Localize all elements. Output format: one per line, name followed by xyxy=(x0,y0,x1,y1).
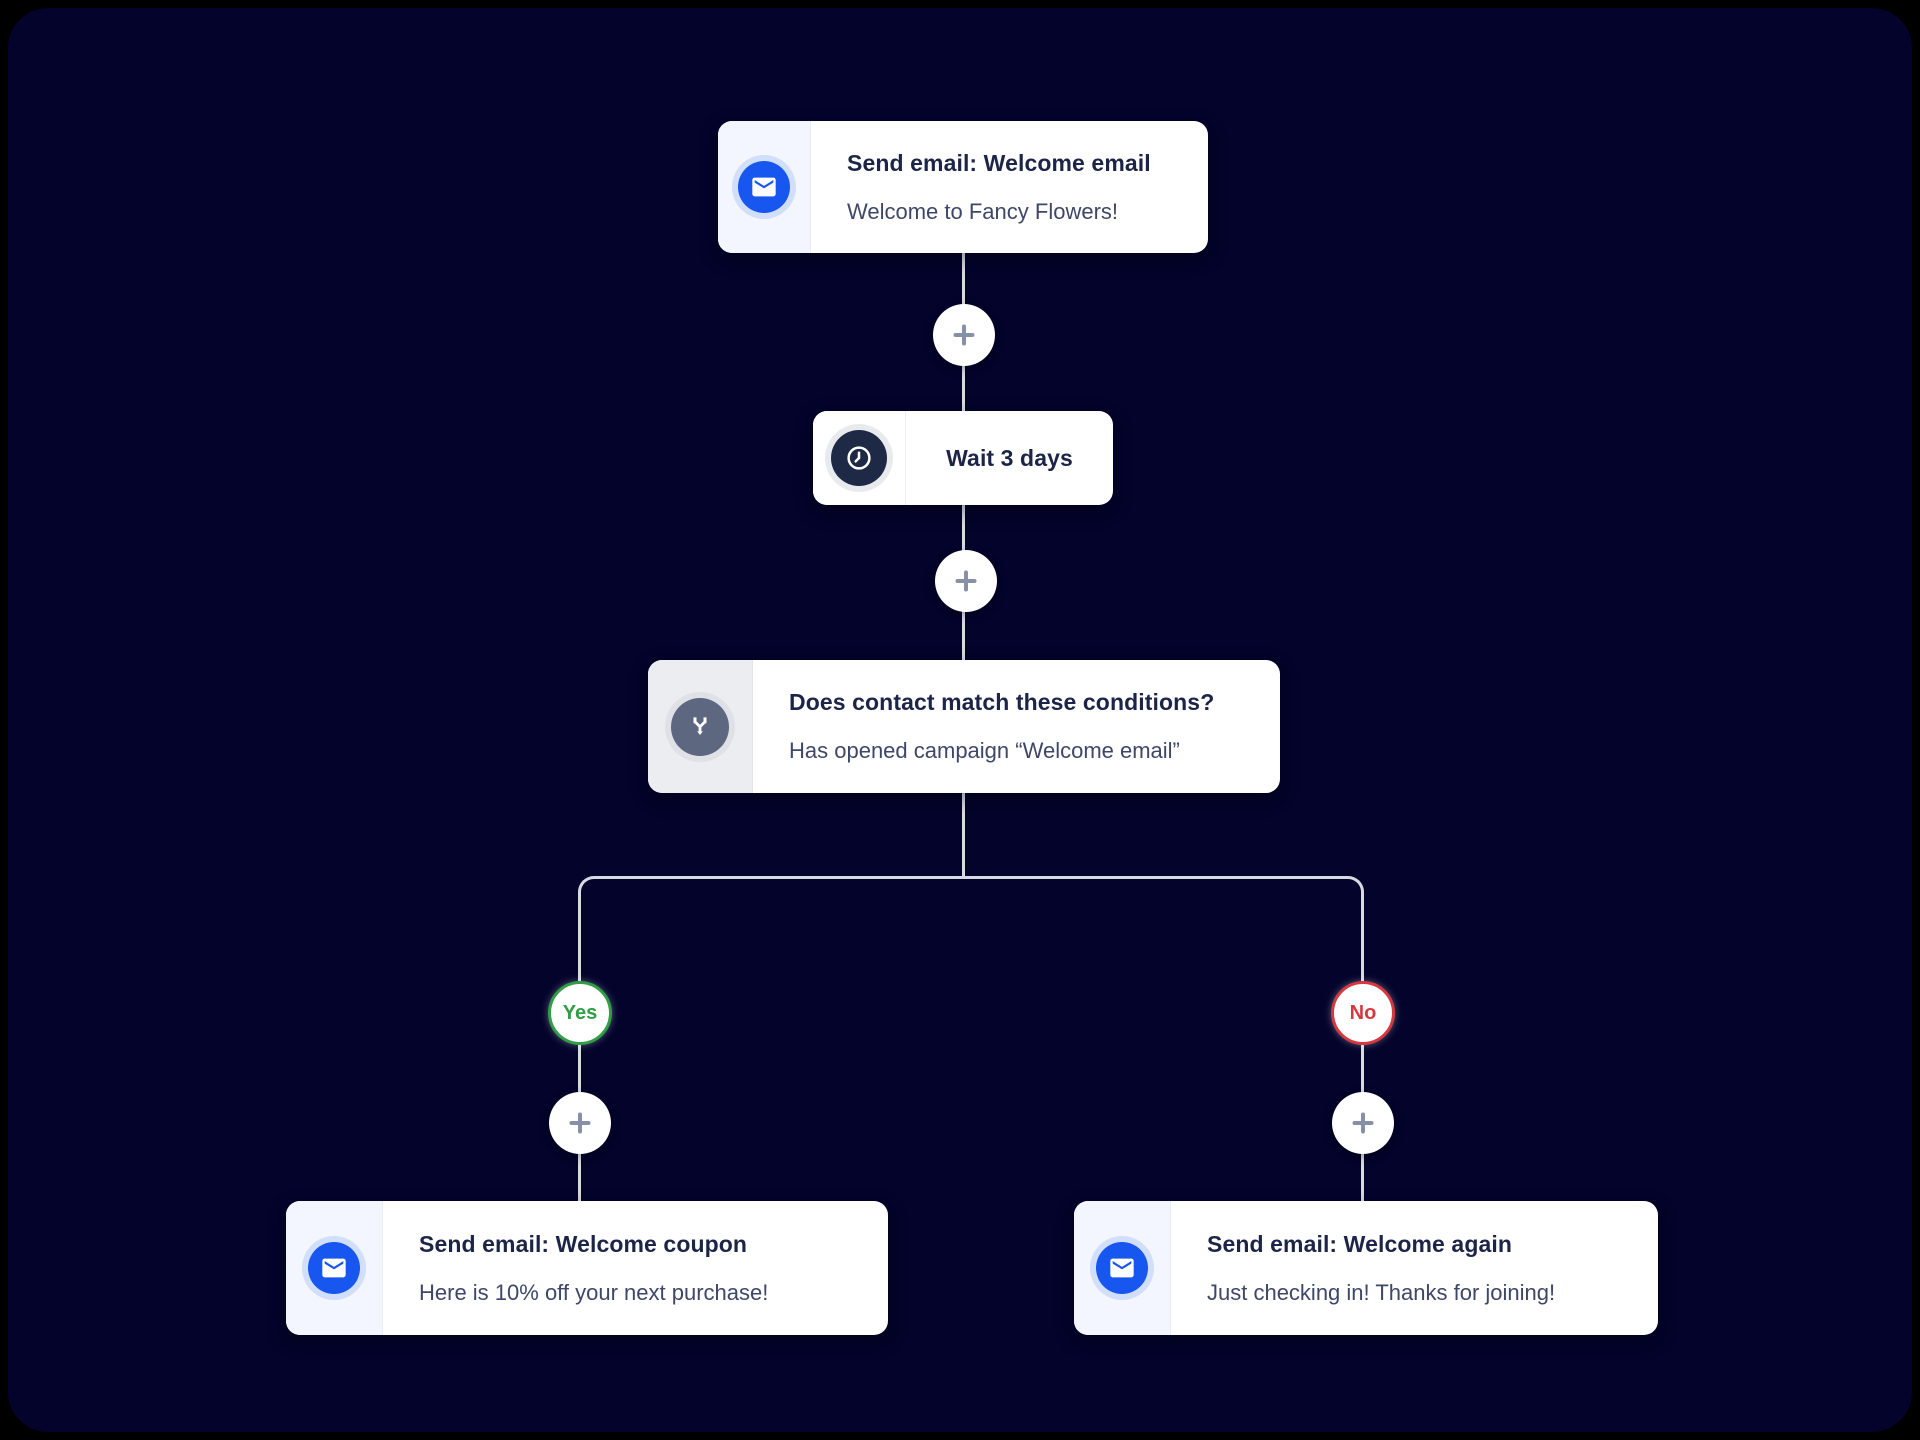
node-icon-section xyxy=(813,411,906,505)
email-icon xyxy=(738,161,790,213)
email-icon xyxy=(308,1242,360,1294)
node-title: Wait 3 days xyxy=(946,444,1073,471)
plus-icon xyxy=(949,320,979,350)
node-title: Does contact match these conditions? xyxy=(789,689,1215,715)
branch-connector xyxy=(578,876,1364,981)
node-icon-section xyxy=(718,121,811,253)
plus-icon xyxy=(565,1108,595,1138)
node-title: Send email: Welcome email xyxy=(847,149,1151,176)
node-icon-section xyxy=(286,1201,383,1335)
add-step-button[interactable] xyxy=(935,550,997,612)
node-send-welcome-coupon[interactable]: Send email: Welcome coupon Here is 10% o… xyxy=(286,1201,888,1335)
node-send-welcome-again[interactable]: Send email: Welcome again Just checking … xyxy=(1074,1201,1658,1335)
plus-icon xyxy=(1348,1108,1378,1138)
branch-no-badge: No xyxy=(1331,981,1395,1045)
node-title: Send email: Welcome coupon xyxy=(419,1230,748,1257)
branch-yes-badge: Yes xyxy=(548,981,612,1045)
node-subtitle: Welcome to Fancy Flowers! xyxy=(847,198,1119,224)
plus-icon xyxy=(951,566,981,596)
split-icon xyxy=(671,697,729,756)
node-subtitle: Just checking in! Thanks for joining! xyxy=(1207,1279,1556,1305)
node-title: Send email: Welcome again xyxy=(1207,1230,1513,1257)
node-subtitle: Has opened campaign “Welcome email” xyxy=(789,738,1180,763)
node-send-welcome-email[interactable]: Send email: Welcome email Welcome to Fan… xyxy=(718,121,1208,253)
node-condition-split[interactable]: Does contact match these conditions? Has… xyxy=(648,660,1280,793)
add-step-button[interactable] xyxy=(933,304,995,366)
clock-icon xyxy=(831,430,887,486)
node-icon-section xyxy=(648,660,753,793)
node-icon-section xyxy=(1074,1201,1171,1335)
node-wait-3-days[interactable]: Wait 3 days xyxy=(813,411,1113,505)
email-icon xyxy=(1096,1242,1148,1294)
node-subtitle: Here is 10% off your next purchase! xyxy=(419,1279,769,1305)
add-step-button[interactable] xyxy=(1332,1092,1394,1154)
connector-line xyxy=(962,793,965,878)
workflow-canvas: Send email: Welcome email Welcome to Fan… xyxy=(8,8,1912,1432)
add-step-button[interactable] xyxy=(549,1092,611,1154)
